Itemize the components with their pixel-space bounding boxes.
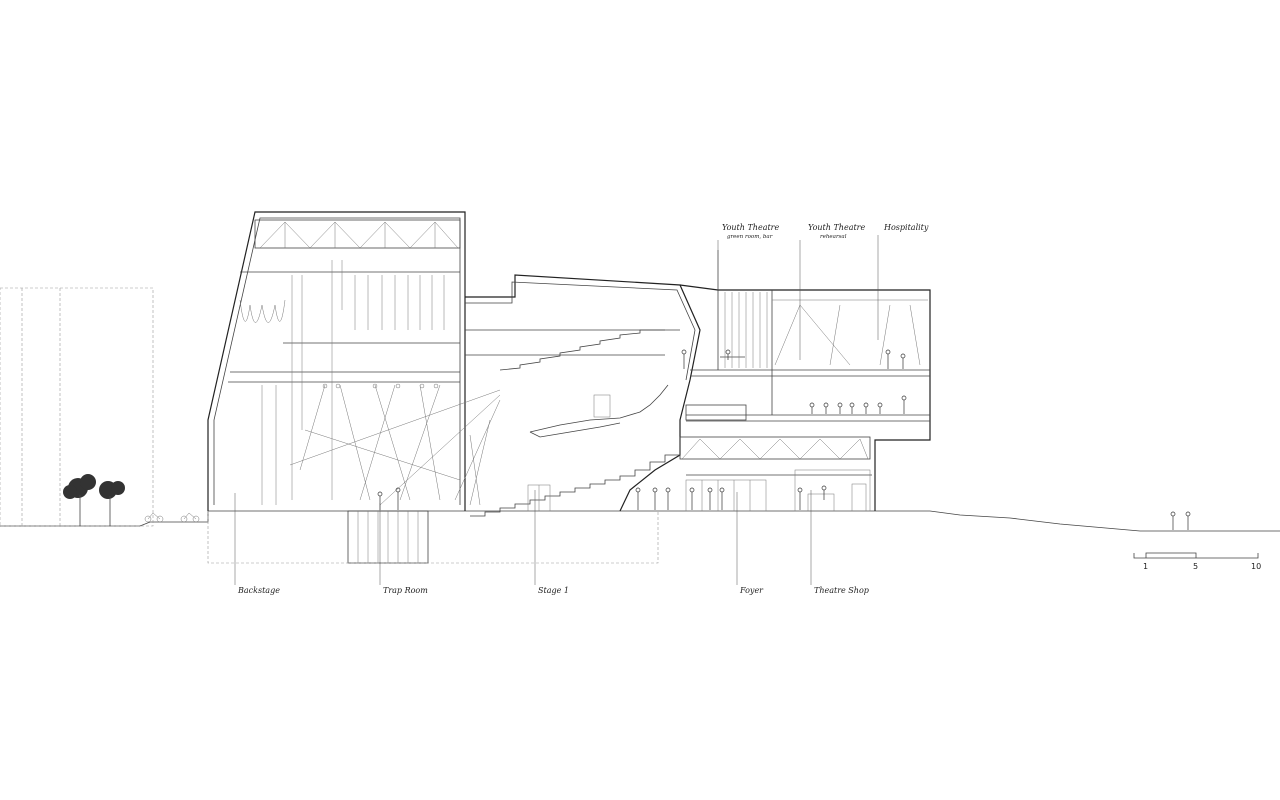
label-hospitality: Hospitality — [883, 223, 929, 232]
trees — [63, 474, 125, 526]
label-youth-theatre-green-room: Youth Theatre — [722, 223, 779, 232]
label-backstage: Backstage — [237, 586, 280, 595]
label-theatre-shop: Theatre Shop — [814, 586, 869, 595]
basement-outline — [207, 511, 659, 564]
scale-tick-10: 10 — [1251, 562, 1261, 571]
scale-bar: 1 5 10 — [1133, 552, 1261, 571]
label-leaders — [234, 235, 879, 585]
auditorium — [465, 274, 701, 517]
label-foyer: Foyer — [739, 586, 764, 595]
label-youth-theatre-rehearsal-sub: rehearsal — [820, 234, 847, 240]
people — [377, 349, 1191, 530]
scale-tick-1: 1 — [1143, 562, 1148, 571]
fly-tower — [207, 211, 501, 511]
front-of-house — [679, 250, 931, 512]
label-stage-1: Stage 1 — [538, 586, 569, 595]
trap-room — [347, 510, 429, 564]
label-trap-room: Trap Room — [383, 586, 428, 595]
scale-tick-5: 5 — [1193, 562, 1198, 571]
ground-line — [0, 510, 1280, 532]
label-youth-theatre-rehearsal: Youth Theatre — [808, 223, 865, 232]
bicycles — [144, 512, 200, 523]
neighbour-building-outline — [0, 287, 154, 527]
label-youth-theatre-green-room-sub: green room, bar — [727, 234, 773, 240]
